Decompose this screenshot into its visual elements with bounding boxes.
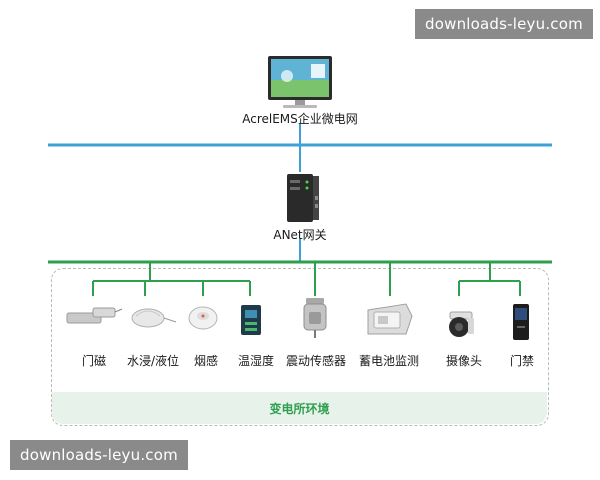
temp-humidity-sensor-icon — [241, 305, 261, 335]
watermark-top: downloads-leyu.com — [415, 9, 593, 39]
environment-container — [51, 268, 549, 426]
vibration-sensor-icon — [303, 298, 327, 338]
device-label-vibration: 震动传感器 — [285, 354, 347, 368]
door-magnet-icon — [66, 307, 123, 324]
gateway-device-icon — [287, 174, 319, 222]
environment-band — [52, 392, 547, 424]
device-label-water-leak: 水浸/液位 — [126, 354, 180, 368]
water-leak-sensor-icon — [131, 308, 177, 328]
battery-monitor-icon — [367, 303, 413, 335]
gateway-label: ANet网关 — [273, 228, 327, 242]
device-label-door-magnet: 门磁 — [81, 354, 107, 368]
watermark-bottom: downloads-leyu.com — [10, 440, 188, 470]
top-node-label: AcrelEMS企业微电网 — [242, 112, 358, 126]
device-label-battery: 蓄电池监测 — [358, 354, 420, 368]
device-label-camera: 摄像头 — [445, 354, 483, 368]
monitor-icon — [268, 56, 332, 108]
environment-label: 变电所环境 — [269, 402, 330, 416]
device-label-temp-humidity: 温湿度 — [237, 354, 275, 368]
device-label-access-control: 门禁 — [509, 354, 535, 368]
access-control-icon — [513, 304, 529, 340]
smoke-detector-icon — [188, 306, 218, 330]
branch-lines — [92, 262, 521, 296]
camera-icon — [449, 311, 474, 337]
device-label-smoke: 烟感 — [193, 354, 219, 368]
